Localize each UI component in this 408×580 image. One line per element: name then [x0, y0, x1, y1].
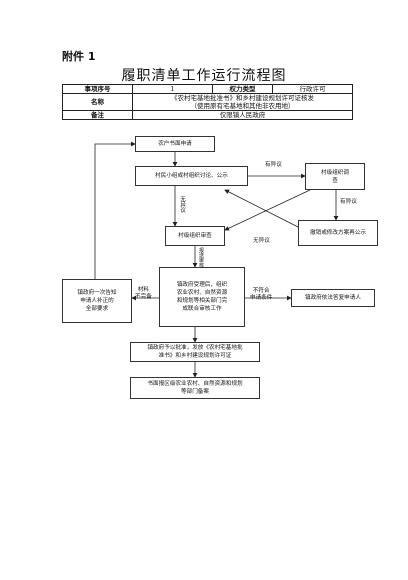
label-has-objection-2: 有异议 [340, 199, 357, 205]
label-no-objection-2: 无异议 [253, 238, 270, 244]
arrow-investigate-to-review [224, 189, 311, 231]
table-row: 备注 仅限镇人民政府 [62, 110, 353, 120]
table-row: 名称 《农村宅基地批准书》和乡村建设规划许可证核发 （使用原有宅基地和其他非农用… [62, 93, 353, 111]
step-approve: 镇政府予以批准，发放《农村宅基地批 准书》和乡村建设规划许可证 [130, 342, 260, 362]
step-discuss: 村民小组或村组织讨论、公示 [135, 166, 248, 186]
page-title: 履职清单工作运行流程图 [121, 68, 287, 84]
step-withdraw: 撤销或修改方案再公示 [298, 220, 378, 246]
label-no-objection-1: 无异议 [179, 196, 185, 213]
step-file-report: 书面报区级农业农村、自然资源和规划 等部门备案 [130, 377, 260, 399]
step-town-accept: 镇政府受理后，组织 农业农村、自然资源 和规划等相关部门完 成联合审核工作 [159, 267, 245, 327]
step-village-review: 村级组织审查 [165, 226, 225, 246]
item-info-table: 事项序号 1 权力类型 行政许可 名称 《农村宅基地批准书》和乡村建设规划许可证… [62, 84, 353, 120]
annex-label: 附件 1 [62, 50, 96, 63]
arrow-withdraw-to-discuss [224, 189, 301, 229]
label-not-compliant: 不符合 申请条件 [250, 288, 273, 301]
remark-value: 仅限镇人民政府 [132, 110, 353, 120]
label-has-objection-1: 有异议 [265, 162, 282, 168]
label-submit-review: 报 送 审 核 [199, 248, 205, 269]
arrow-supplement-to-apply [94, 141, 136, 279]
step-apply: 农户书面申请 [135, 136, 215, 152]
label-materials-incomplete: 材料 不完备 [135, 287, 152, 300]
step-notify-supplement: 镇政府一次告知 申请人补正的 全部要求 [62, 279, 132, 323]
step-village-investigate: 村级组织调 查 [305, 163, 365, 190]
step-notify-applicant: 镇政府依法答复申请人 [291, 289, 375, 307]
